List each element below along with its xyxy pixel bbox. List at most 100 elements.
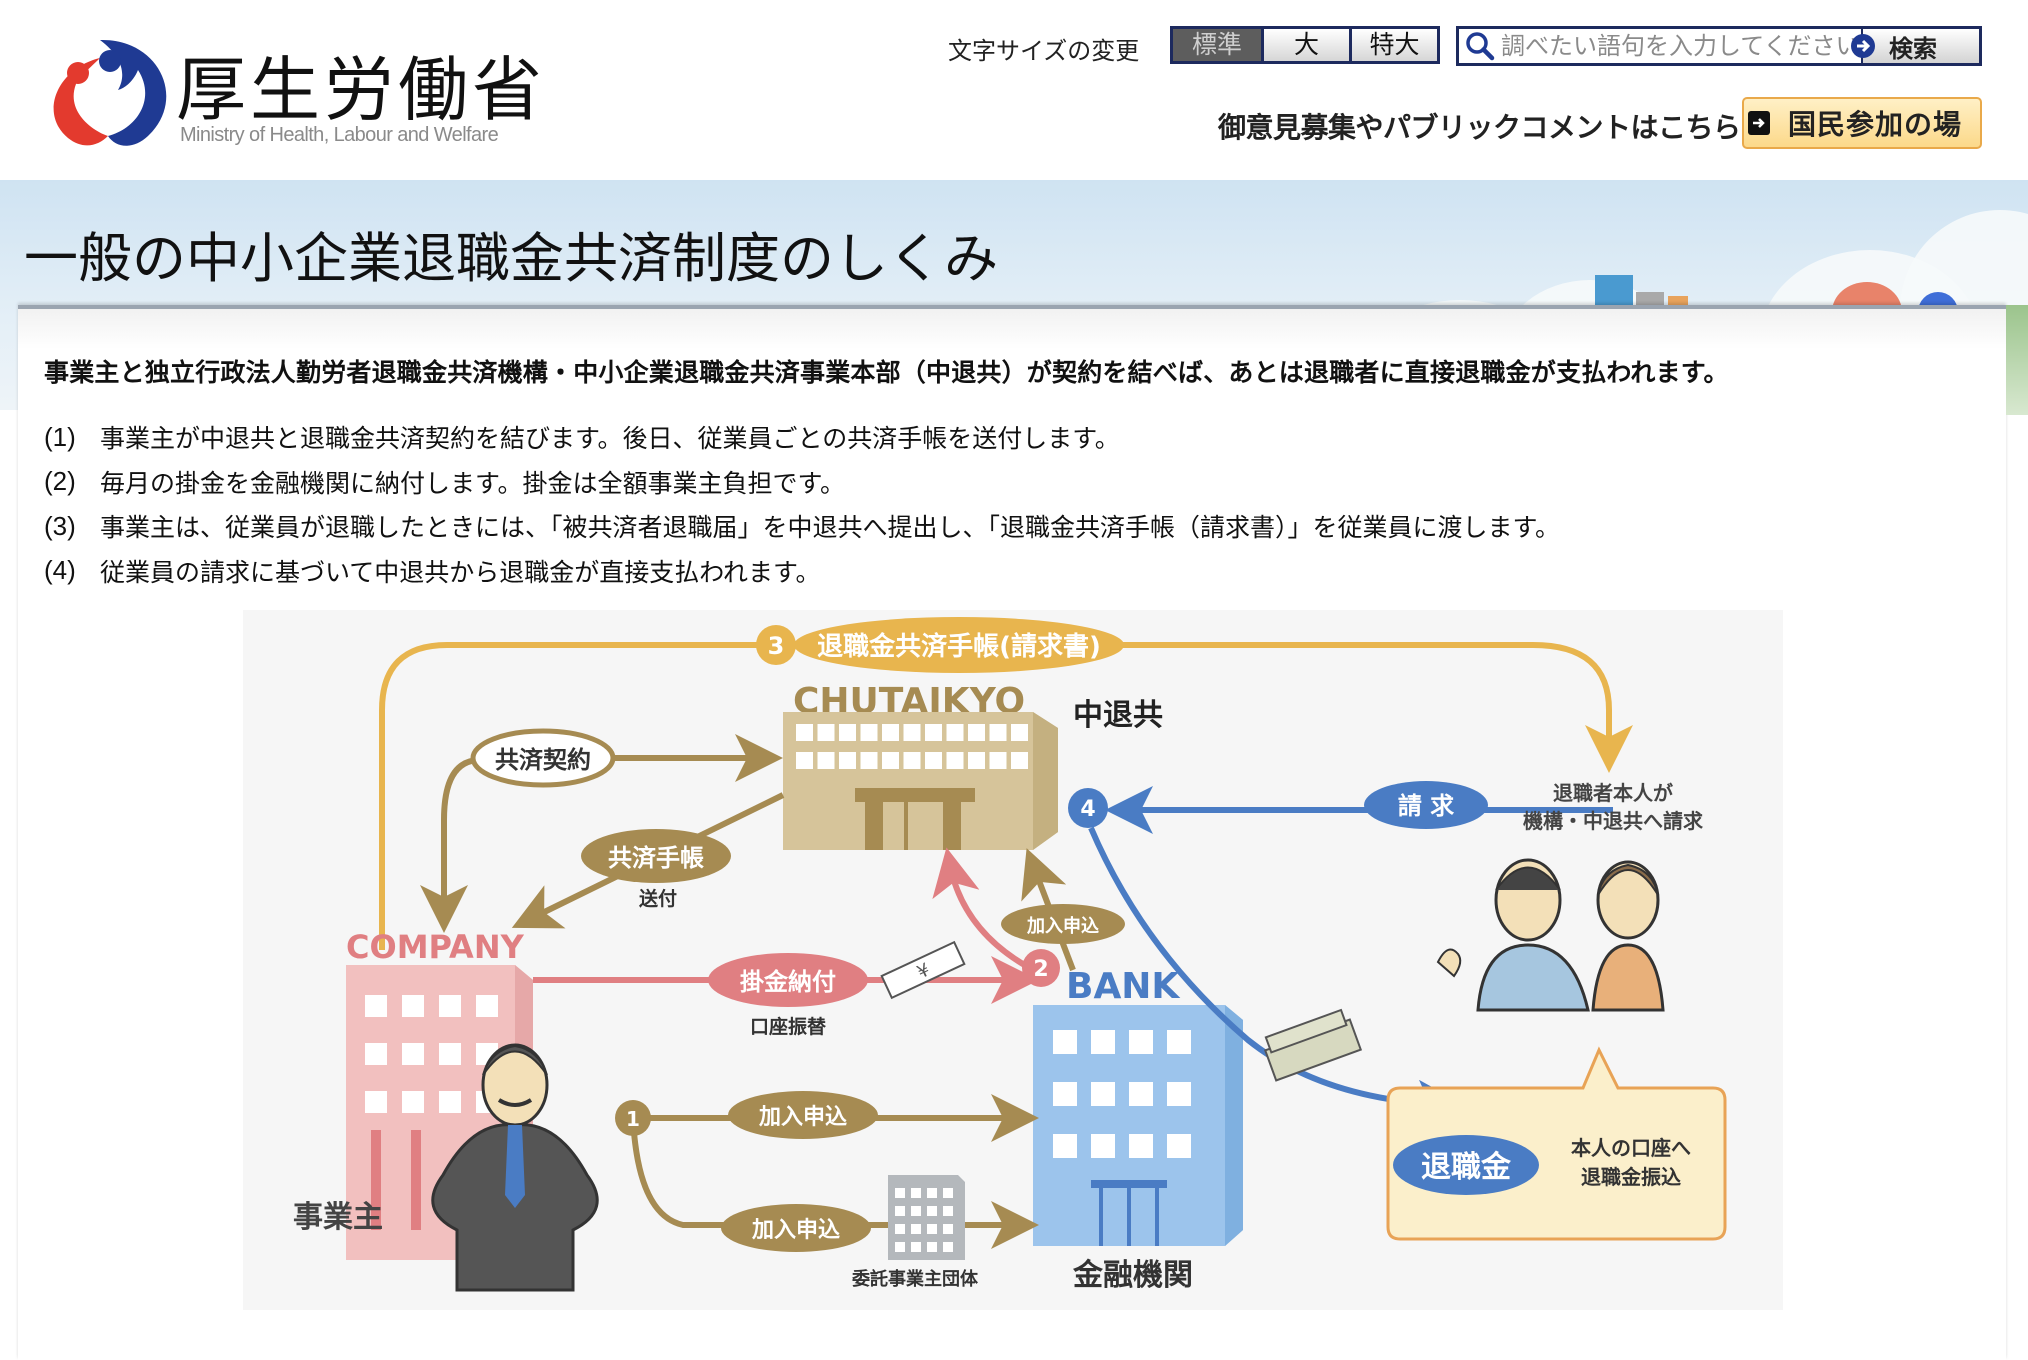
bubble-text-line2: 退職金振込 xyxy=(1581,1165,1681,1189)
step1-badge-text: 1 xyxy=(626,1107,640,1131)
handbook-pill xyxy=(581,829,731,883)
flow-line-step3 xyxy=(379,642,1633,950)
company-en-label: COMPANY xyxy=(346,928,525,966)
step-item: (2) 毎月の掛金を金融機関に納付します。掛金は全額事業主負担です。 xyxy=(44,460,1560,505)
step-number: (3) xyxy=(44,510,76,541)
building-window xyxy=(1129,1134,1153,1158)
step3-label-pill xyxy=(794,617,1124,673)
bank-jp-label: 金融機関 xyxy=(1072,1258,1193,1293)
building-window xyxy=(839,724,856,741)
step4-badge-text: 4 xyxy=(1080,797,1095,822)
send-label: 送付 xyxy=(639,887,677,910)
building-window xyxy=(903,724,921,741)
building-window xyxy=(946,724,964,741)
building-window xyxy=(895,1224,905,1234)
scheme-diagram-svg: 3 退職金共済手帳(請求書) CHUTAIKYO 中退共 共済契約 共済手帳 送… xyxy=(293,617,1727,1293)
building-window xyxy=(402,1091,424,1113)
font-size-xlarge-button[interactable]: 特大 xyxy=(1349,29,1437,61)
hand-wave-icon xyxy=(1436,948,1462,978)
building-window xyxy=(968,724,985,741)
public-participation-button[interactable]: 国民参加の場 xyxy=(1742,97,1982,149)
employer-figure-icon xyxy=(431,1043,599,1292)
building-window xyxy=(1091,1134,1115,1158)
search-button[interactable]: 検索 xyxy=(1851,29,1979,63)
payment-label: 掛金納付 xyxy=(740,968,836,996)
building-window xyxy=(817,752,835,769)
building-window xyxy=(860,724,878,741)
building-window xyxy=(1053,1030,1077,1054)
search-input[interactable] xyxy=(1497,29,1861,63)
building-window xyxy=(1011,724,1028,741)
building-window xyxy=(895,1188,905,1198)
building-window xyxy=(1053,1082,1077,1106)
bank-building-icon xyxy=(1033,1005,1243,1246)
font-size-standard-button[interactable]: 標準 xyxy=(1173,29,1261,61)
retiree-text-line1: 退職者本人が xyxy=(1553,781,1673,805)
building-window xyxy=(1091,1030,1115,1054)
contract-pill xyxy=(470,728,616,788)
claim-label: 請 求 xyxy=(1398,792,1454,820)
employer-label: 事業主 xyxy=(293,1200,383,1235)
building-window xyxy=(925,752,942,769)
building-window xyxy=(927,1188,937,1198)
bank-join-pill xyxy=(1001,904,1125,944)
yen-bill-icon: ¥ xyxy=(880,940,966,1000)
bank-en-label: BANK xyxy=(1066,966,1180,1007)
tree-decoration xyxy=(2006,305,2028,415)
building-window xyxy=(365,995,387,1017)
chutaikyo-building-icon xyxy=(783,712,1058,850)
step3-badge xyxy=(756,625,796,665)
building-window xyxy=(796,724,813,741)
building-window xyxy=(860,752,878,769)
step3-label: 退職金共済手帳(請求書) xyxy=(817,631,1101,662)
contract-label: 共済契約 xyxy=(495,746,591,774)
entrusted-org-label: 委託事業主団体 xyxy=(851,1268,979,1290)
building-window xyxy=(1011,752,1028,769)
building-window xyxy=(911,1224,921,1234)
font-size-label: 文字サイズの変更 xyxy=(948,37,1140,65)
steps-list: (1)事業主が中退共と退職金共済契約を結びます。後日、従業員ごとの共済手帳を送付… xyxy=(44,415,1560,593)
building-window xyxy=(943,1224,953,1234)
page-title: 一般の中小企業退職金共済制度のしくみ xyxy=(24,227,999,290)
building-window xyxy=(911,1188,921,1198)
step-number: (2) xyxy=(44,466,76,497)
building-window xyxy=(895,1206,905,1216)
building-window xyxy=(1129,1030,1153,1054)
site-header: 厚生労働省 Ministry of Health, Labour and Wel… xyxy=(0,0,2028,180)
building-window xyxy=(1091,1082,1115,1106)
join-bottom-pill xyxy=(721,1204,871,1252)
public-comment-link[interactable]: 御意見募集やパブリックコメントはこちら xyxy=(1218,111,1741,144)
building-window xyxy=(1053,1134,1077,1158)
building-window xyxy=(943,1188,953,1198)
building-window xyxy=(365,1091,387,1113)
step-item: (1)事業主が中退共と退職金共済契約を結びます。後日、従業員ごとの共済手帳を送付… xyxy=(44,415,1560,460)
arrow-circle-right-icon xyxy=(1851,34,1875,58)
building-window xyxy=(796,752,813,769)
step-text: 毎月の掛金を金融機関に納付します。掛金は全額事業主負担です。 xyxy=(100,468,846,498)
building-window xyxy=(1129,1082,1153,1106)
step-item: (4)従業員の請求に基づいて中退共から退職金が直接支払われます。 xyxy=(44,549,1560,594)
building-window xyxy=(402,1043,424,1065)
step2-badge-text: 2 xyxy=(1033,957,1048,982)
building-window xyxy=(946,752,964,769)
logo-title: 厚生労働省 xyxy=(176,49,546,131)
building-window xyxy=(968,752,985,769)
font-size-large-button[interactable]: 大 xyxy=(1261,29,1349,61)
building-window xyxy=(439,1091,461,1113)
retirement-pay-pill xyxy=(1393,1135,1539,1195)
join-top-label: 加入申込 xyxy=(758,1105,847,1130)
building-window xyxy=(927,1224,937,1234)
retiree-text-line2: 機構・中退共へ請求 xyxy=(1523,809,1704,833)
building-window xyxy=(989,724,1007,741)
building-window xyxy=(882,752,899,769)
flow-line-bank-to-chutaikyo-pink xyxy=(932,847,1030,970)
mhlw-logo-icon[interactable] xyxy=(38,18,178,158)
building-window xyxy=(817,724,835,741)
payment-pill xyxy=(708,953,868,1007)
chutaikyo-jp-label: 中退共 xyxy=(1073,698,1163,733)
step1-badge xyxy=(615,1100,651,1136)
step-item: (3)事業主は、従業員が退職したときには、「被共済者退職届」を中退共へ提出し、「… xyxy=(44,504,1560,549)
building-window xyxy=(1167,1082,1191,1106)
building-window xyxy=(943,1242,953,1252)
building-window xyxy=(439,1043,461,1065)
